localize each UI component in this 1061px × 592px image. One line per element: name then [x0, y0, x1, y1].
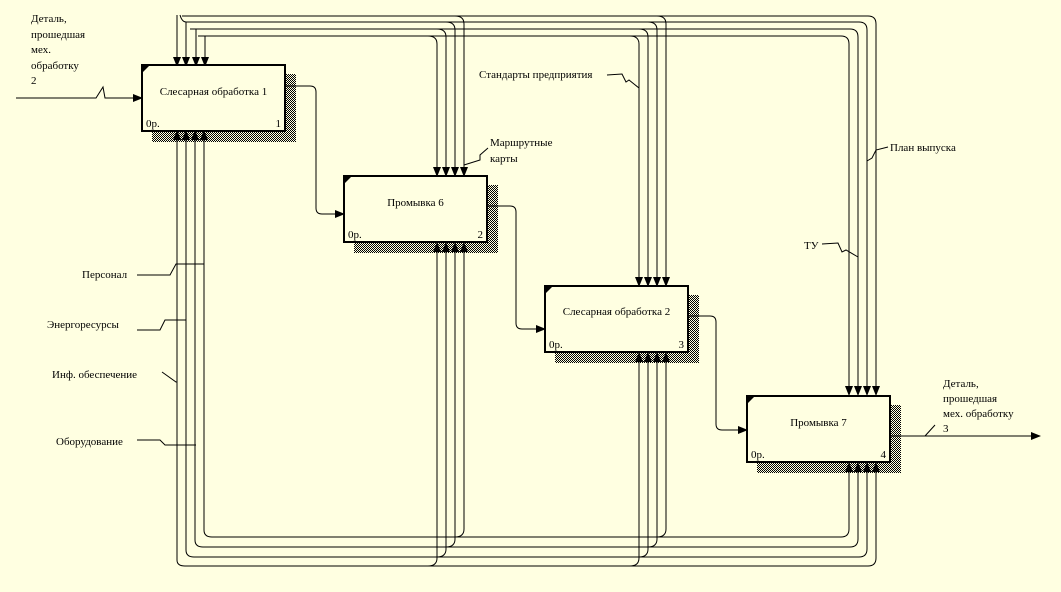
input-label: Деталь, прошедшая мех. обработку 2: [31, 13, 85, 87]
svg-text:Деталь,: Деталь,: [943, 378, 979, 390]
activity-box-1[interactable]: Слесарная обработка 1 0р. 1: [141, 64, 296, 142]
svg-text:прошедшая: прошедшая: [943, 393, 997, 405]
box-title: Слесарная обработка 1: [160, 86, 268, 98]
box-cost: 0р.: [348, 229, 362, 241]
activity-box-3[interactable]: Слесарная обработка 2 0р. 3: [544, 285, 699, 363]
plan-label: План выпуска: [890, 142, 956, 154]
route-cards-label-line1: Маршрутные: [490, 137, 553, 149]
activity-box-4[interactable]: Промывка 7 0р. 4: [746, 395, 901, 473]
svg-text:мех.: мех.: [31, 44, 51, 56]
info-label: Инф. обеспечение: [52, 369, 137, 381]
box-cost: 0р.: [751, 449, 765, 461]
box-number: 3: [679, 339, 685, 351]
box-title: Промывка 7: [790, 417, 847, 429]
flow-arrows: [286, 85, 748, 434]
tu-label: ТУ: [804, 240, 819, 252]
box-title: Слесарная обработка 2: [563, 306, 671, 318]
standards-label: Стандарты предприятия: [479, 69, 593, 81]
control-arrows: [173, 14, 880, 396]
activity-box-2[interactable]: Промывка 6 0р. 2: [343, 175, 498, 253]
energy-label: Энергоресурсы: [47, 319, 120, 331]
box-cost: 0р.: [549, 339, 563, 351]
svg-text:3: 3: [943, 423, 949, 435]
mechanism-sources: [137, 263, 204, 446]
svg-text:обработку: обработку: [31, 60, 79, 72]
mechanism-arrows: [173, 130, 880, 567]
box-cost: 0р.: [146, 118, 160, 130]
route-cards-label-line2: карты: [490, 153, 518, 165]
personnel-label: Персонал: [82, 269, 128, 281]
svg-text:мех. обработку: мех. обработку: [943, 408, 1014, 420]
box-number: 2: [478, 229, 484, 241]
control-squiggles: [463, 73, 889, 258]
box-number: 1: [276, 118, 282, 130]
box-title: Промывка 6: [387, 197, 444, 209]
equipment-label: Оборудование: [56, 436, 123, 448]
svg-text:Деталь,: Деталь,: [31, 13, 67, 25]
svg-text:2: 2: [31, 75, 37, 87]
box-number: 4: [881, 449, 887, 461]
svg-text:прошедшая: прошедшая: [31, 29, 85, 41]
output-label: Деталь, прошедшая мех. обработку 3: [943, 378, 1014, 435]
io-arrows: [16, 85, 1041, 440]
